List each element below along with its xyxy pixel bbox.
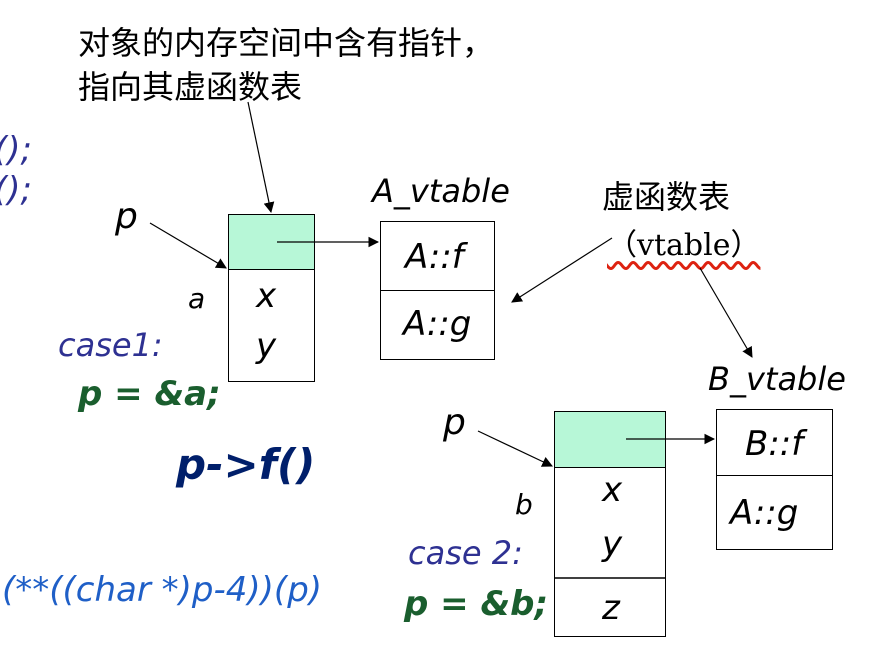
vtable-a-title: A_vtable bbox=[372, 172, 510, 210]
case1-code: p = &a; bbox=[78, 374, 221, 414]
vtable-note-title: 虚函数表 bbox=[602, 178, 731, 216]
note-line-1: 对象的内存空间中含有指针， bbox=[78, 24, 495, 62]
field-b-z: z bbox=[602, 588, 620, 628]
field-a-y: y bbox=[256, 326, 277, 366]
pointer-arrow-a bbox=[149, 222, 227, 269]
vtable-note-arrow-b bbox=[699, 267, 753, 358]
vtable-a-entry-2: A::g bbox=[403, 304, 472, 344]
fields-cell-b bbox=[554, 467, 666, 637]
pointer-arrow-b bbox=[477, 430, 553, 467]
vcall-expansion: (**((char *)p-4))(p) bbox=[2, 570, 323, 610]
case2-code: p = &b; bbox=[404, 584, 549, 624]
vtable-note-paren: （vtable） bbox=[607, 220, 760, 264]
vtable-a-entry-1: A::f bbox=[405, 237, 464, 277]
field-b-y: y bbox=[602, 524, 623, 564]
case1-label: case1: bbox=[58, 326, 163, 364]
vtable-b-entry-1-cell bbox=[716, 409, 833, 476]
fields-cell-a bbox=[228, 269, 315, 382]
field-a-x: x bbox=[256, 276, 277, 316]
vtable-a-entry-1-cell bbox=[380, 221, 495, 291]
vtable-b-title: B_vtable bbox=[708, 360, 846, 398]
clipped-code-line-1: (); bbox=[0, 130, 32, 170]
pointer-label-b: p bbox=[443, 402, 466, 443]
call-expression: p->f() bbox=[176, 440, 316, 489]
vtable-note-paren-text: （vtable） bbox=[607, 228, 761, 263]
vtable-a-entry-2-cell bbox=[380, 290, 495, 360]
note-line-2: 指向其虚函数表 bbox=[78, 68, 303, 106]
vtable-b-entry-1: B::f bbox=[745, 424, 804, 464]
vtable-note-arrow-a bbox=[511, 237, 613, 303]
clipped-code-line-2: (); bbox=[0, 170, 32, 210]
field-b-x: x bbox=[602, 470, 623, 510]
vtable-b-entry-2: A::g bbox=[730, 493, 799, 533]
object-label-b: b bbox=[515, 488, 533, 521]
object-label-a: a bbox=[188, 282, 206, 315]
vtable-b-entry-2-cell bbox=[716, 475, 833, 550]
pointer-label-a: p bbox=[115, 196, 138, 237]
note-arrow bbox=[247, 101, 275, 214]
case2-label: case 2: bbox=[408, 534, 523, 572]
